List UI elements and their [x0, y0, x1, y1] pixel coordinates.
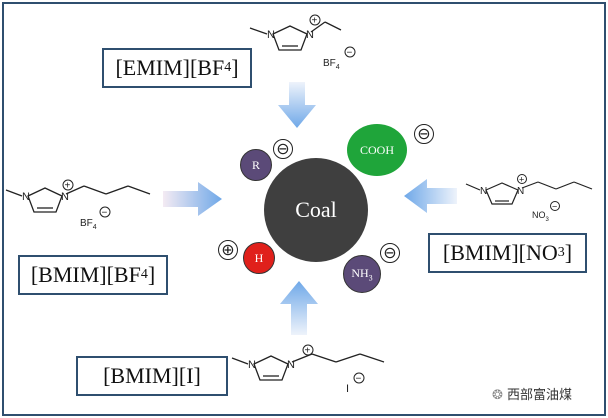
cooh-charge-sign: ⊖	[414, 124, 434, 144]
cooh-group-label: COOH	[359, 142, 394, 157]
arrow-down-top	[278, 82, 316, 128]
bmim-no3-structure: N N + NO3 −	[465, 174, 593, 223]
svg-text:+: +	[312, 16, 318, 27]
svg-text:NO3: NO3	[532, 210, 550, 223]
r-charge-sign: ⊖	[273, 139, 293, 159]
watermark-text: 西部富油煤	[507, 388, 573, 403]
nh3-charge-sign: ⊖	[380, 243, 400, 263]
svg-text:+: +	[65, 181, 71, 192]
svg-text:−: −	[552, 202, 557, 212]
svg-text:BF4: BF4	[323, 58, 340, 71]
svg-text:N: N	[480, 186, 487, 197]
svg-text:N: N	[267, 29, 275, 41]
h-group-label: H	[254, 250, 264, 265]
bmim-i-structure: N N + I −	[231, 344, 385, 395]
watermark: ❂ 西部富油煤	[492, 384, 572, 403]
r-group: R	[240, 149, 272, 181]
svg-text:N: N	[287, 359, 295, 371]
coal-node: Coal	[264, 158, 368, 262]
svg-text:+: +	[305, 346, 311, 357]
wechat-icon: ❂	[492, 388, 503, 403]
arrow-up-bottom	[280, 281, 318, 335]
svg-text:−: −	[102, 208, 108, 219]
r-group-label: R	[251, 157, 260, 172]
arrow-right-left	[163, 182, 222, 216]
svg-text:N: N	[22, 191, 30, 203]
bmim-bf4-structure: N N + BF4 −	[5, 179, 151, 231]
svg-text:N: N	[248, 359, 256, 371]
svg-text:+: +	[519, 175, 524, 185]
h-group: H	[243, 242, 275, 274]
coal-label: Coal	[295, 197, 337, 222]
emim-bf4-structure: N N + BF4 −	[249, 14, 356, 71]
svg-text:I: I	[346, 383, 349, 395]
cooh-group: COOH	[347, 124, 407, 176]
bmim-i-label: [BMIM][I]	[76, 356, 228, 396]
nh3-group: NH3	[343, 255, 381, 293]
svg-text:−: −	[347, 48, 353, 59]
arrow-left-right	[404, 179, 457, 213]
svg-text:N: N	[61, 191, 69, 203]
svg-text:N: N	[517, 186, 524, 197]
nh3-group-label: NH3	[351, 265, 373, 283]
svg-text:BF4: BF4	[80, 218, 97, 231]
svg-text:N: N	[306, 29, 314, 41]
svg-text:−: −	[356, 374, 362, 385]
h-charge-sign: ⊕	[218, 240, 238, 260]
